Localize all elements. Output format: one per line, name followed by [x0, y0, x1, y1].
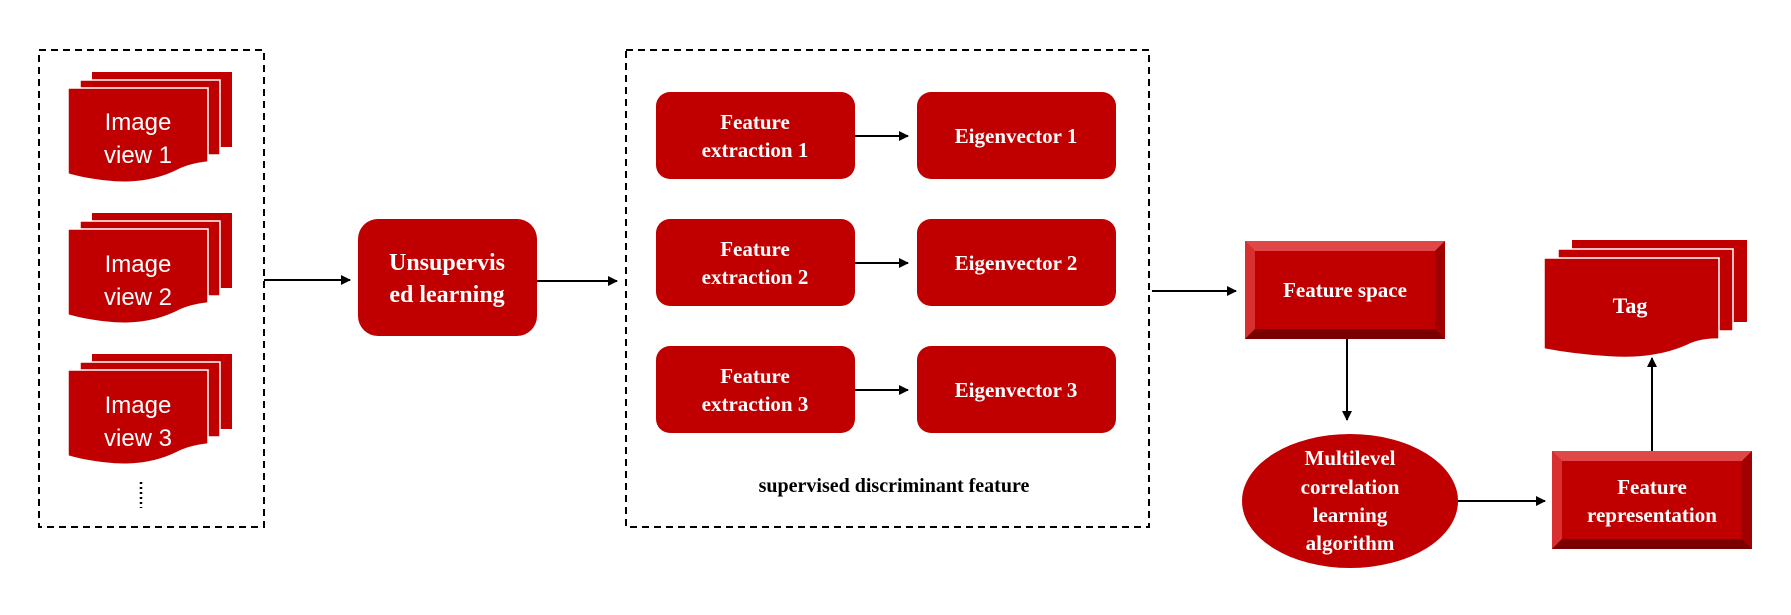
- image-view-1-line2: view 1: [104, 142, 172, 169]
- supervised-caption: supervised discriminant feature: [759, 475, 1030, 497]
- feature-space-label: Feature space: [1283, 278, 1407, 302]
- tag-document: Tag: [1543, 240, 1747, 359]
- feature-space-box: Feature space: [1245, 241, 1445, 339]
- multilevel-line1: Multilevel: [1305, 446, 1396, 470]
- feature-extraction-1: Feature extraction 1: [656, 92, 855, 179]
- multilevel-algorithm-ellipse: Multilevel correlation learning algorith…: [1242, 434, 1458, 568]
- feature-extraction-1-line2: extraction 1: [702, 138, 809, 162]
- eigenvector-3-label: Eigenvector 3: [955, 378, 1078, 402]
- feature-extraction-2-line1: Feature: [720, 237, 790, 261]
- eigenvector-1-label: Eigenvector 1: [955, 124, 1078, 148]
- image-view-1-line1: Image: [105, 109, 172, 136]
- feature-extraction-2: Feature extraction 2: [656, 219, 855, 306]
- feature-extraction-2-line2: extraction 2: [702, 265, 809, 289]
- unsupervised-line2: ed learning: [389, 282, 504, 308]
- feature-representation-line1: Feature: [1617, 475, 1687, 499]
- multilevel-line3: learning: [1313, 503, 1388, 527]
- feature-representation-box: Feature representation: [1552, 451, 1752, 549]
- tag-label: Tag: [1613, 293, 1648, 318]
- eigenvector-1: Eigenvector 1: [917, 92, 1116, 179]
- image-view-2-line1: Image: [105, 251, 172, 278]
- multilevel-line2: correlation: [1301, 475, 1400, 499]
- feature-extraction-3: Feature extraction 3: [656, 346, 855, 433]
- multilevel-line4: algorithm: [1306, 531, 1395, 555]
- image-view-2-line2: view 2: [104, 284, 172, 311]
- eigenvector-3: Eigenvector 3: [917, 346, 1116, 433]
- unsupervised-line1: Unsupervis: [389, 250, 505, 276]
- image-view-2: Image view 2: [67, 213, 232, 324]
- image-view-1: Image view 1: [67, 72, 232, 183]
- eigenvector-2-label: Eigenvector 2: [955, 251, 1078, 275]
- image-views-container: [38, 49, 265, 528]
- feature-extraction-3-line2: extraction 3: [702, 392, 809, 416]
- supervised-feature-container: [625, 49, 1150, 528]
- image-view-3: Image view 3: [67, 354, 232, 465]
- feature-extraction-3-line1: Feature: [720, 364, 790, 388]
- image-view-3-line1: Image: [105, 392, 172, 419]
- eigenvector-2: Eigenvector 2: [917, 219, 1116, 306]
- unsupervised-learning-box: Unsupervis ed learning: [358, 219, 537, 336]
- feature-representation-line2: representation: [1587, 503, 1717, 527]
- image-view-3-line2: view 3: [104, 425, 172, 452]
- feature-extraction-1-line1: Feature: [720, 110, 790, 134]
